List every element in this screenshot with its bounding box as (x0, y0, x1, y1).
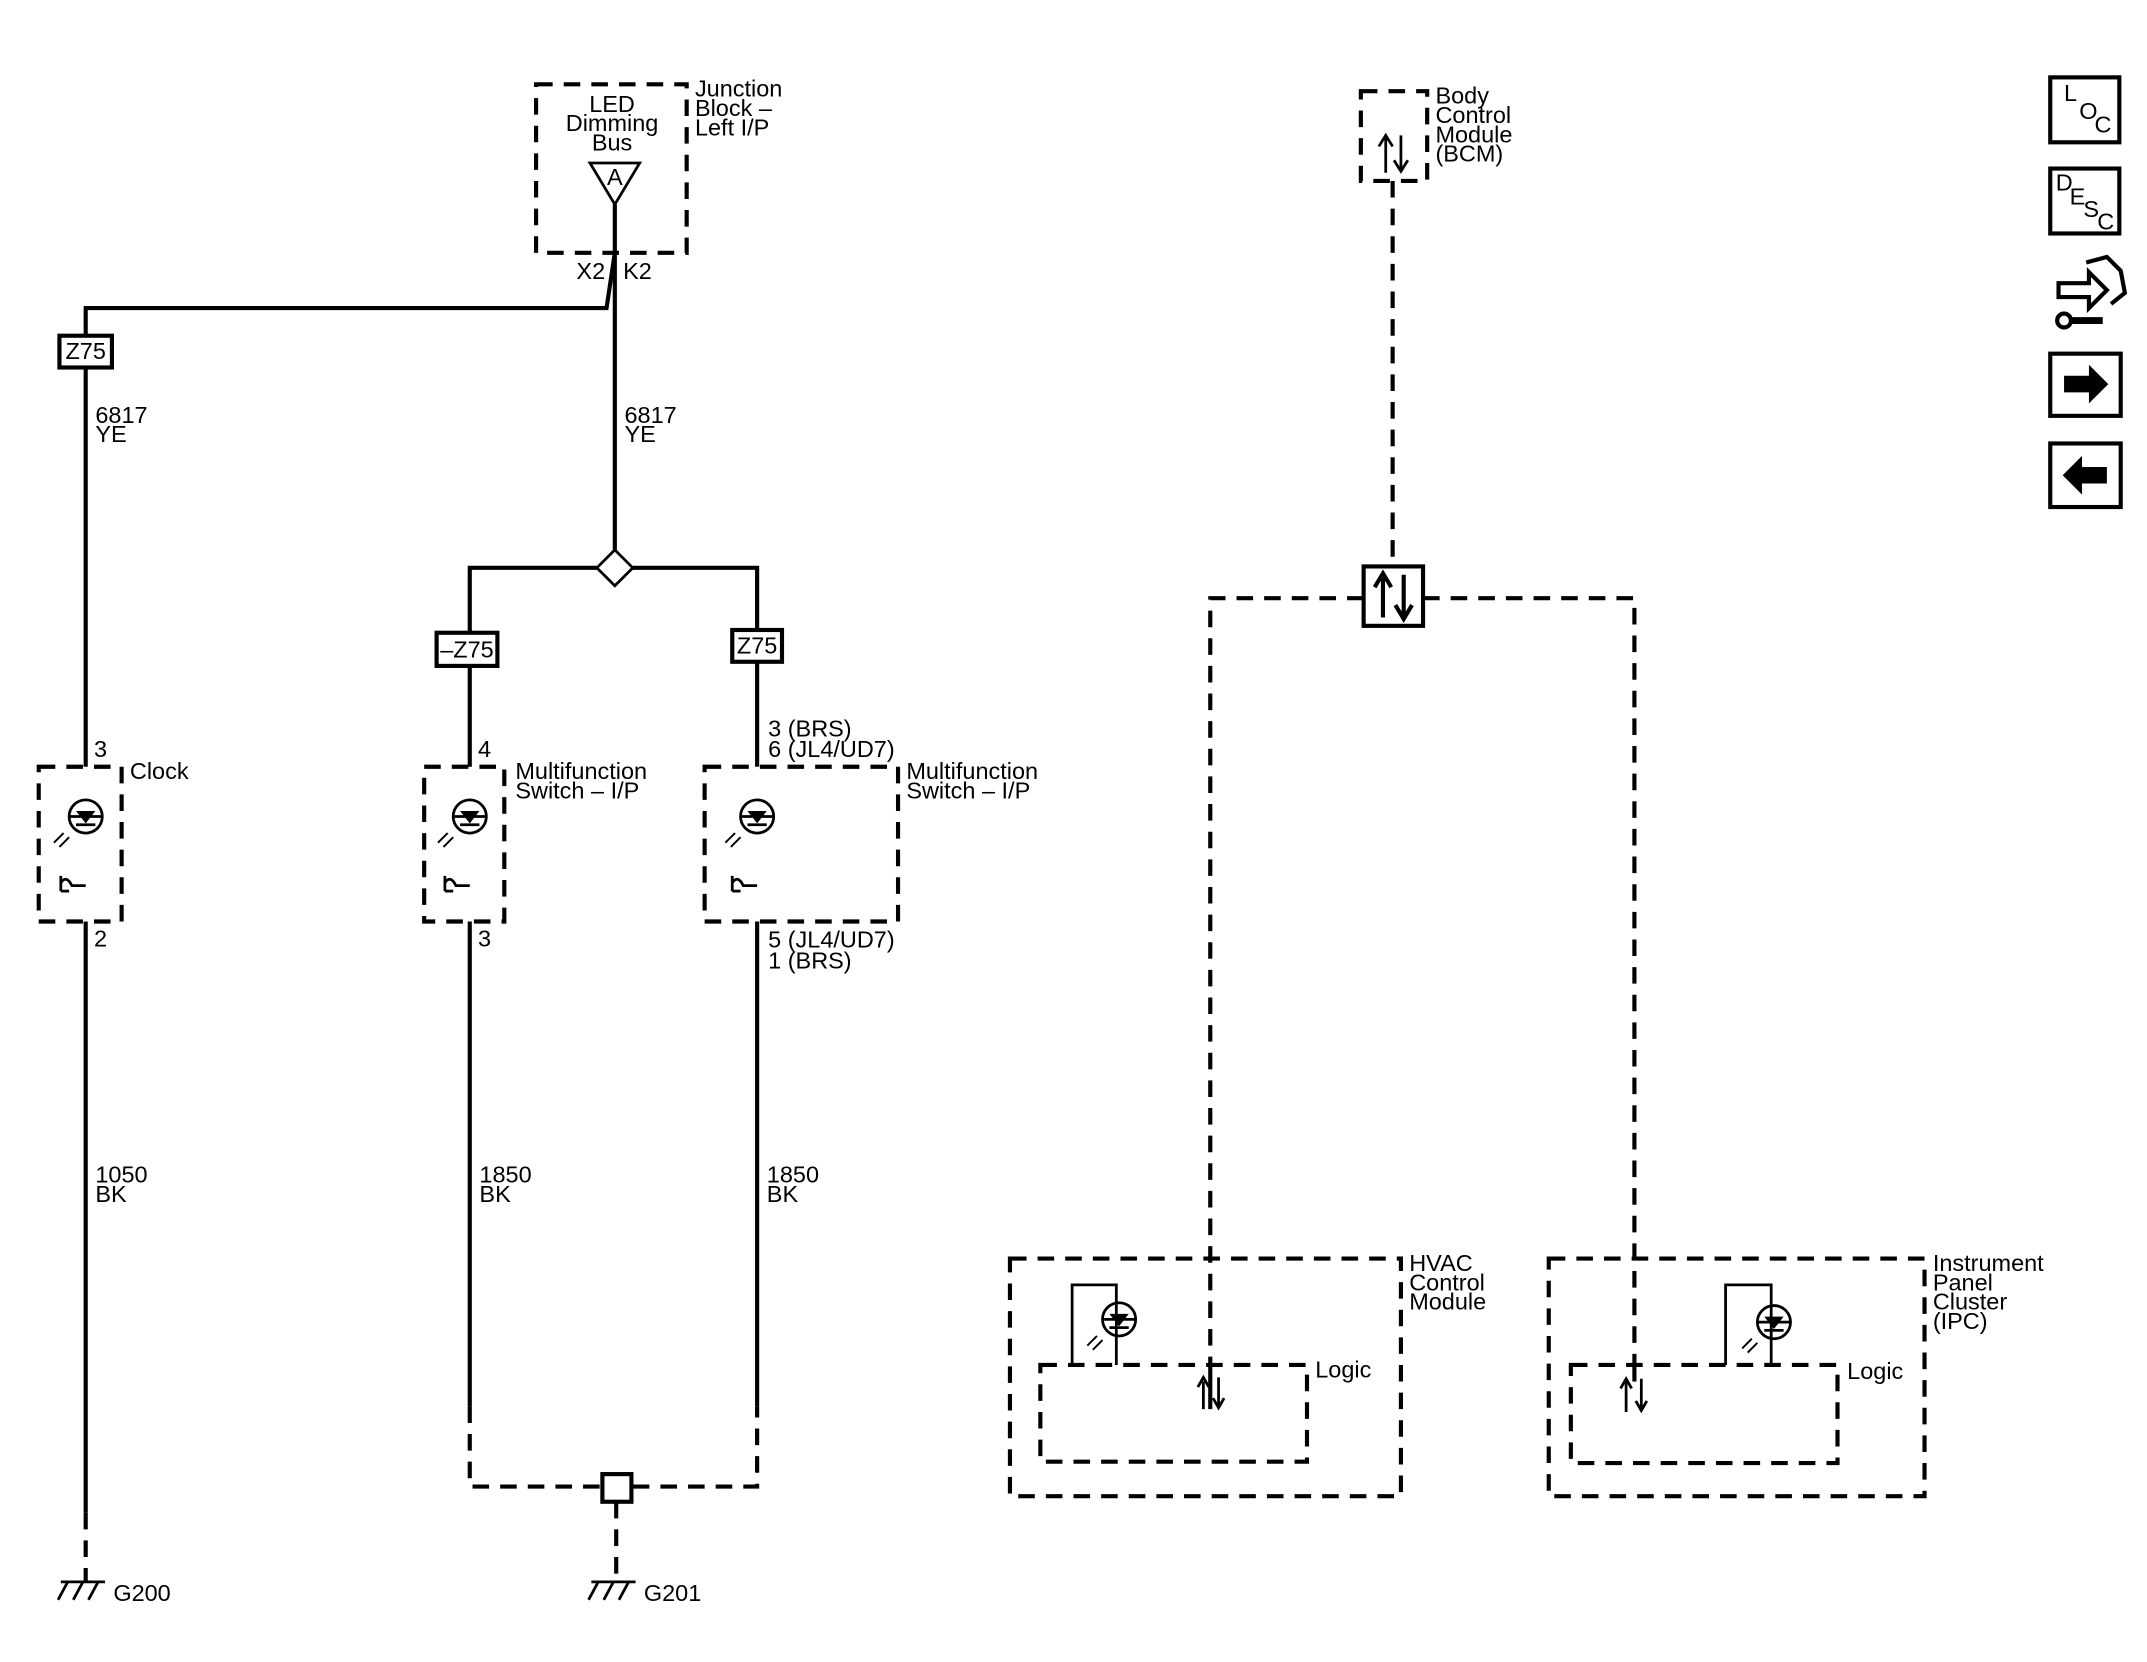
ipc-label-2: Panel (1933, 1269, 1993, 1295)
mfs-b-pin-bottom-1: 5 (JL4/UD7) (768, 927, 895, 953)
ground-g201: G201 (467, 1406, 760, 1606)
clock-label: Clock (130, 758, 189, 784)
option-z75-left (57, 333, 115, 370)
mfs-b-pin-top-2: 6 (JL4/UD7) (768, 736, 895, 762)
svg-text:O: O (2079, 98, 2097, 124)
multifunction-switch-b: 3 (BRS) 6 (JL4/UD7) 5 (JL4/UD7) 1 (BRS) … (702, 715, 1038, 973)
arrow-right-icon (2064, 364, 2109, 404)
ground-splice-square (600, 1472, 634, 1504)
svg-text:L: L (2064, 80, 2077, 106)
option-not-z75-label: –Z75 (440, 637, 494, 663)
center-circuit-number: 6817 (624, 402, 676, 428)
junction-block-left-ip: LED Dimming Bus A Junction Block – Left … (534, 76, 782, 284)
option-not-z75 (434, 630, 500, 668)
junction-block-label-1: Junction (695, 76, 782, 102)
loc-icon: L O C (2064, 80, 2111, 138)
mfs-a-label-2: Switch – I/P (515, 778, 639, 804)
mid-ground-circuit: 1850 (479, 1162, 531, 1188)
hvac-logic-label: Logic (1315, 1356, 1371, 1382)
mfs-b-label-2: Switch – I/P (906, 778, 1030, 804)
left-circuit-number: 6817 (95, 402, 147, 428)
ipc-label-3: Cluster (1933, 1289, 2008, 1315)
hvac-label-1: HVAC (1409, 1250, 1473, 1276)
desc-button[interactable]: D E S C (2048, 166, 2122, 236)
dimming-bus-label-2: Dimming (566, 110, 659, 136)
left-ground-color: BK (95, 1181, 127, 1207)
bus-marker-label: A (607, 164, 623, 190)
body-control-module: Body Control Module (BCM) (1358, 83, 1512, 184)
left-ground-circuit: 1050 (95, 1162, 147, 1188)
clock-component: 3 2 Clock (36, 736, 189, 951)
mfs-a-pin-top: 4 (478, 736, 491, 762)
mfs-b-label-1: Multifunction (906, 758, 1038, 784)
center-circuit-color: YE (624, 421, 655, 447)
ipc-logic-label: Logic (1847, 1358, 1903, 1384)
option-z75-left-label: Z75 (65, 338, 105, 364)
svg-text:S: S (2083, 196, 2099, 222)
ground-g200: G200 (56, 1512, 171, 1606)
desc-icon: D E S C (2056, 170, 2114, 235)
bus-splice-box (1361, 564, 1426, 628)
ipc-label-1: Instrument (1933, 1250, 2044, 1276)
ground-g201-label: G201 (644, 1580, 701, 1606)
junction-block-label-2: Block – (695, 95, 773, 121)
bcm-label-2: Control (1435, 102, 1511, 128)
loc-button[interactable]: L O C (2048, 75, 2122, 145)
svg-text:D: D (2056, 170, 2073, 196)
option-z75-right-label: Z75 (737, 632, 777, 658)
mid-ground-color: BK (479, 1181, 511, 1207)
clock-pin-top: 3 (94, 736, 107, 762)
instrument-panel-cluster: Instrument Panel Cluster (IPC) Logic (1546, 1250, 2044, 1499)
serial-data-bus (1208, 180, 1637, 1365)
svg-text:E: E (2070, 183, 2086, 209)
connector-wrench-icon (2055, 254, 2128, 330)
junction-block-label-3: Left I/P (695, 114, 769, 140)
clock-pin-bottom: 2 (94, 925, 107, 951)
dimming-bus-label-3: Bus (592, 130, 632, 156)
connector-repair-button[interactable] (2055, 254, 2128, 330)
multifunction-switch-a: 4 3 Multifunction Switch – I/P (422, 736, 647, 951)
svg-text:C: C (2097, 208, 2114, 234)
bcm-label-1: Body (1435, 83, 1489, 109)
hvac-label-3: Module (1409, 1289, 1486, 1315)
hvac-control-module: HVAC Control Module Logic (1007, 1250, 1486, 1499)
dimming-wires (83, 204, 760, 1513)
mfs-b-pin-top-1: 3 (BRS) (768, 715, 851, 741)
pin-k2-label: K2 (623, 258, 652, 284)
ground-g200-label: G200 (113, 1580, 170, 1606)
mfs-a-label-1: Multifunction (515, 758, 647, 784)
mfs-b-pin-bottom-2: 1 (BRS) (768, 947, 851, 973)
svg-text:C: C (2094, 112, 2111, 138)
arrow-left-icon (2062, 455, 2107, 495)
bcm-label-3: Module (1435, 121, 1512, 147)
bcm-label-4: (BCM) (1435, 141, 1503, 167)
ipc-label-4: (IPC) (1933, 1308, 1988, 1334)
hvac-label-2: Control (1409, 1269, 1485, 1295)
pin-x2-label: X2 (576, 258, 605, 284)
previous-page-button[interactable] (2048, 441, 2123, 510)
next-page-button[interactable] (2048, 351, 2123, 418)
dimming-bus-label-1: LED (589, 91, 635, 117)
right-ground-circuit: 1850 (767, 1162, 819, 1188)
option-z75-right (730, 627, 785, 664)
mfs-a-pin-bottom: 3 (478, 925, 491, 951)
right-ground-color: BK (767, 1181, 799, 1207)
bus-marker-triangle (587, 161, 643, 208)
left-circuit-color: YE (95, 421, 126, 447)
splice-diamond (594, 547, 635, 588)
